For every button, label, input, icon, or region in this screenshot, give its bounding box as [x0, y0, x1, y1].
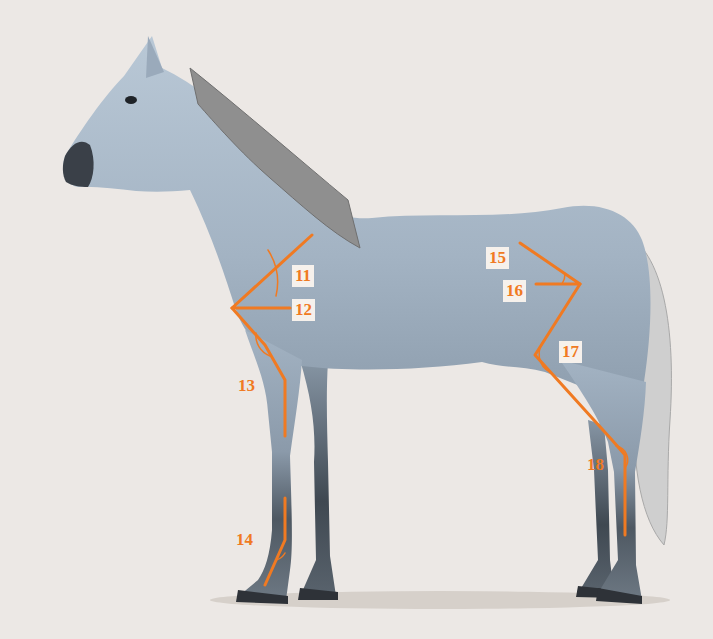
callout-number: 17 — [559, 341, 582, 363]
callout-number: 12 — [292, 299, 315, 321]
horse-body — [63, 36, 650, 402]
angle-lines — [232, 235, 628, 585]
horse-eye — [125, 96, 137, 104]
horse-ear — [146, 36, 164, 78]
horse-mane — [190, 68, 360, 248]
callout-number: 16 — [503, 280, 526, 302]
callout-number: 18 — [587, 455, 604, 475]
near-legs — [236, 330, 646, 604]
far-legs — [298, 360, 616, 600]
callout-number: 13 — [238, 376, 255, 396]
callout-number: 11 — [292, 265, 314, 287]
callout-number: 14 — [236, 530, 253, 550]
horse-muzzle — [63, 142, 94, 187]
callout-number: 15 — [486, 247, 509, 269]
